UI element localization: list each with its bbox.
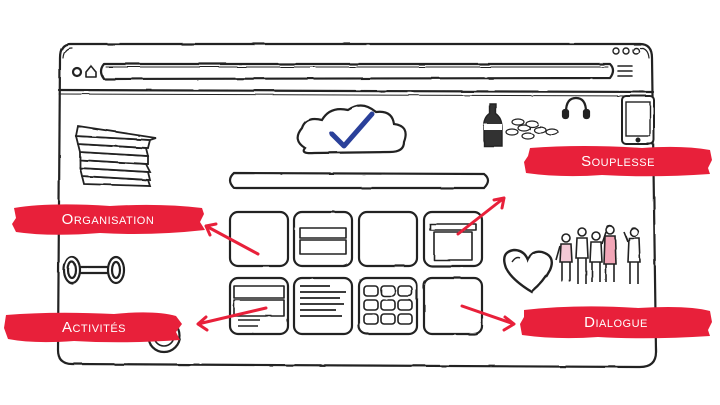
- activites-banner: Activités: [4, 308, 184, 346]
- address-bar: [99, 62, 615, 81]
- arrow-to-dialogue: [460, 304, 516, 332]
- headphones-icon: [561, 96, 591, 120]
- bottle-icon: [483, 103, 503, 147]
- arrow-to-activites: [196, 306, 268, 332]
- souplesse-banner: Souplesse: [522, 142, 714, 180]
- paper-stack-icon: [74, 124, 157, 187]
- brush-stroke-shape: [4, 312, 182, 343]
- cloud-check-icon: [296, 104, 407, 155]
- toolbar-divider: [57, 88, 655, 94]
- dialogue-banner: Dialogue: [518, 302, 714, 342]
- people-group-icon: [555, 225, 641, 284]
- coins-icon: [505, 118, 559, 140]
- arrow-to-organisation: [204, 222, 260, 256]
- dumbbell-icon: [62, 255, 126, 285]
- search-bar: [228, 171, 490, 190]
- souplesse-label: Souplesse: [581, 152, 655, 170]
- arrow-to-souplesse: [456, 196, 506, 236]
- back-circle-icon: [71, 66, 83, 78]
- smartphone-icon: [621, 95, 655, 145]
- organisation-banner: Organisation: [10, 200, 206, 238]
- activites-label: Activités: [61, 318, 126, 336]
- brush-stroke-shape: [524, 146, 712, 177]
- organisation-label: Organisation: [61, 210, 155, 228]
- browser-window-frame: [56, 42, 658, 369]
- dialogue-label: Dialogue: [584, 313, 648, 331]
- tile-grid: [228, 210, 484, 336]
- heart-icon: [503, 248, 553, 294]
- menu-icon: [617, 65, 633, 77]
- brush-stroke-shape: [520, 306, 712, 339]
- brush-stroke-shape: [12, 204, 205, 235]
- home-icon: [85, 65, 97, 78]
